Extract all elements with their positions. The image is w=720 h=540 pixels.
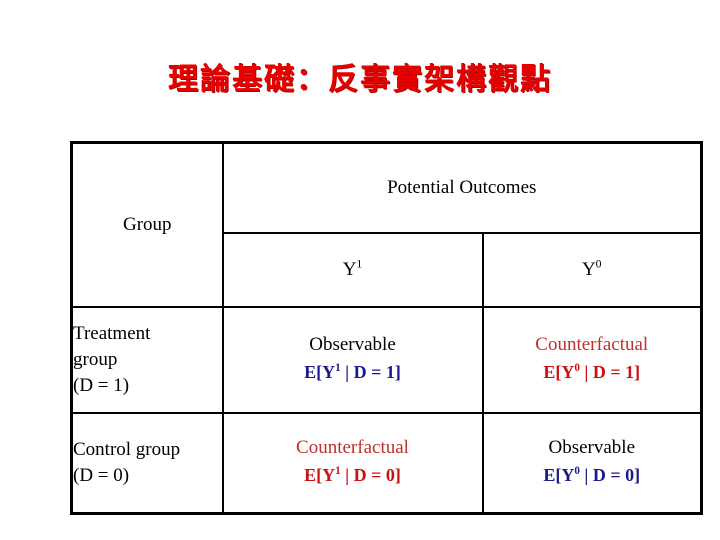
- header-y1-superscript: 1: [356, 257, 363, 271]
- row-label-line: group: [73, 348, 118, 370]
- header-cell-y0: Y0: [481, 232, 703, 308]
- formula-prefix: E[Y: [304, 361, 336, 382]
- formula-superscript: 0: [574, 361, 580, 374]
- formula-suffix: | D = 1]: [340, 361, 401, 382]
- table-row-control-group: Control group (D = 0) Counterfactual E[Y…: [70, 412, 703, 515]
- formula-prefix: E[Y: [543, 464, 575, 485]
- header-y1-base: Y: [342, 259, 357, 280]
- table-header-row-top: Group Potential Outcomes: [70, 141, 703, 308]
- outcome-expectation-formula: E[Y0 | D = 1]: [484, 357, 701, 388]
- table-header-row-sub: Y1 Y0: [72, 232, 703, 308]
- row-label-control-group: Control group (D = 0): [70, 412, 224, 515]
- page-title: 理論基礎：反事實架構觀點: [168, 62, 552, 97]
- header-y0-base: Y: [581, 259, 596, 280]
- formula-superscript: 1: [335, 361, 341, 374]
- formula-superscript: 0: [574, 464, 580, 477]
- table-row-treatment-group: Treatment group (D = 1) Observable E[Y1 …: [70, 306, 703, 414]
- outcome-status-label: Observable: [309, 333, 396, 355]
- outcome-expectation-formula: E[Y1 | D = 0]: [224, 460, 482, 491]
- formula-suffix: | D = 0]: [340, 464, 401, 485]
- cell-treatment-y0: Counterfactual E[Y0 | D = 1]: [481, 306, 703, 414]
- header-cell-y1: Y1: [221, 232, 484, 308]
- header-cell-potential-outcomes: Potential Outcomes: [221, 141, 703, 234]
- row-label-line: (D = 1): [73, 375, 130, 397]
- formula-suffix: | D = 1]: [579, 361, 641, 382]
- outcome-status-label: Observable: [548, 436, 636, 458]
- row-label-line: Control group: [73, 438, 181, 460]
- outcome-expectation-formula: E[Y0 | D = 0]: [484, 460, 701, 491]
- outcome-expectation-formula: E[Y1 | D = 1]: [224, 357, 482, 388]
- header-y0-superscript: 0: [595, 257, 602, 271]
- outcome-status-label: Counterfactual: [296, 436, 409, 458]
- header-cell-group: Group: [70, 141, 224, 308]
- formula-prefix: E[Y: [304, 464, 336, 485]
- formula-prefix: E[Y: [543, 361, 575, 382]
- formula-suffix: | D = 0]: [579, 464, 641, 485]
- potential-outcomes-table: Group Potential Outcomes Y1 Y0 Treatment…: [70, 141, 703, 515]
- row-label-line: (D = 0): [73, 465, 130, 486]
- cell-treatment-y1: Observable E[Y1 | D = 1]: [221, 306, 484, 414]
- formula-superscript: 1: [335, 464, 341, 477]
- cell-control-y0: Observable E[Y0 | D = 0]: [481, 412, 703, 515]
- row-label-treatment-group: Treatment group (D = 1): [70, 306, 224, 414]
- cell-control-y1: Counterfactual E[Y1 | D = 0]: [221, 412, 484, 515]
- row-label-line: Treatment: [73, 322, 151, 344]
- outcome-status-label: Counterfactual: [535, 333, 649, 355]
